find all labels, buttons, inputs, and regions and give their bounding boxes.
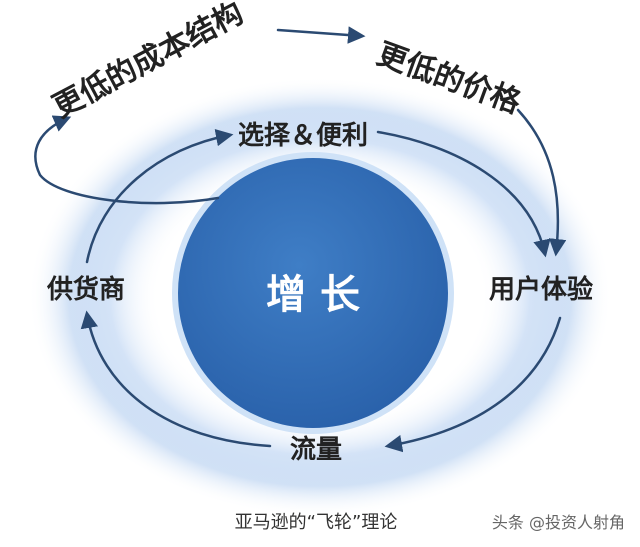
label-selection: 选择＆便利	[238, 121, 368, 151]
watermark: 头条 @投资人射角	[492, 513, 625, 532]
label-traffic: 流量	[290, 435, 342, 465]
center-circle	[172, 152, 454, 434]
arrow-supplier-to-selection	[85, 128, 234, 264]
arrow-traffic-to-supplier	[80, 310, 272, 448]
arrow-growth-to-cost	[34, 115, 220, 205]
label-supplier: 供货商	[46, 274, 125, 305]
label-user-experience: 用户体验	[489, 274, 593, 305]
flywheel-arrows	[34, 26, 567, 453]
diagram-caption: 亚马逊的“飞轮”理论	[235, 512, 398, 533]
arrow-ux-to-traffic	[384, 316, 562, 453]
arrow-selection-to-ux	[376, 130, 551, 258]
center-label: 增 长	[266, 272, 360, 318]
arrow-cost-to-price	[276, 26, 366, 44]
arrow-price-to-ux	[516, 108, 567, 257]
